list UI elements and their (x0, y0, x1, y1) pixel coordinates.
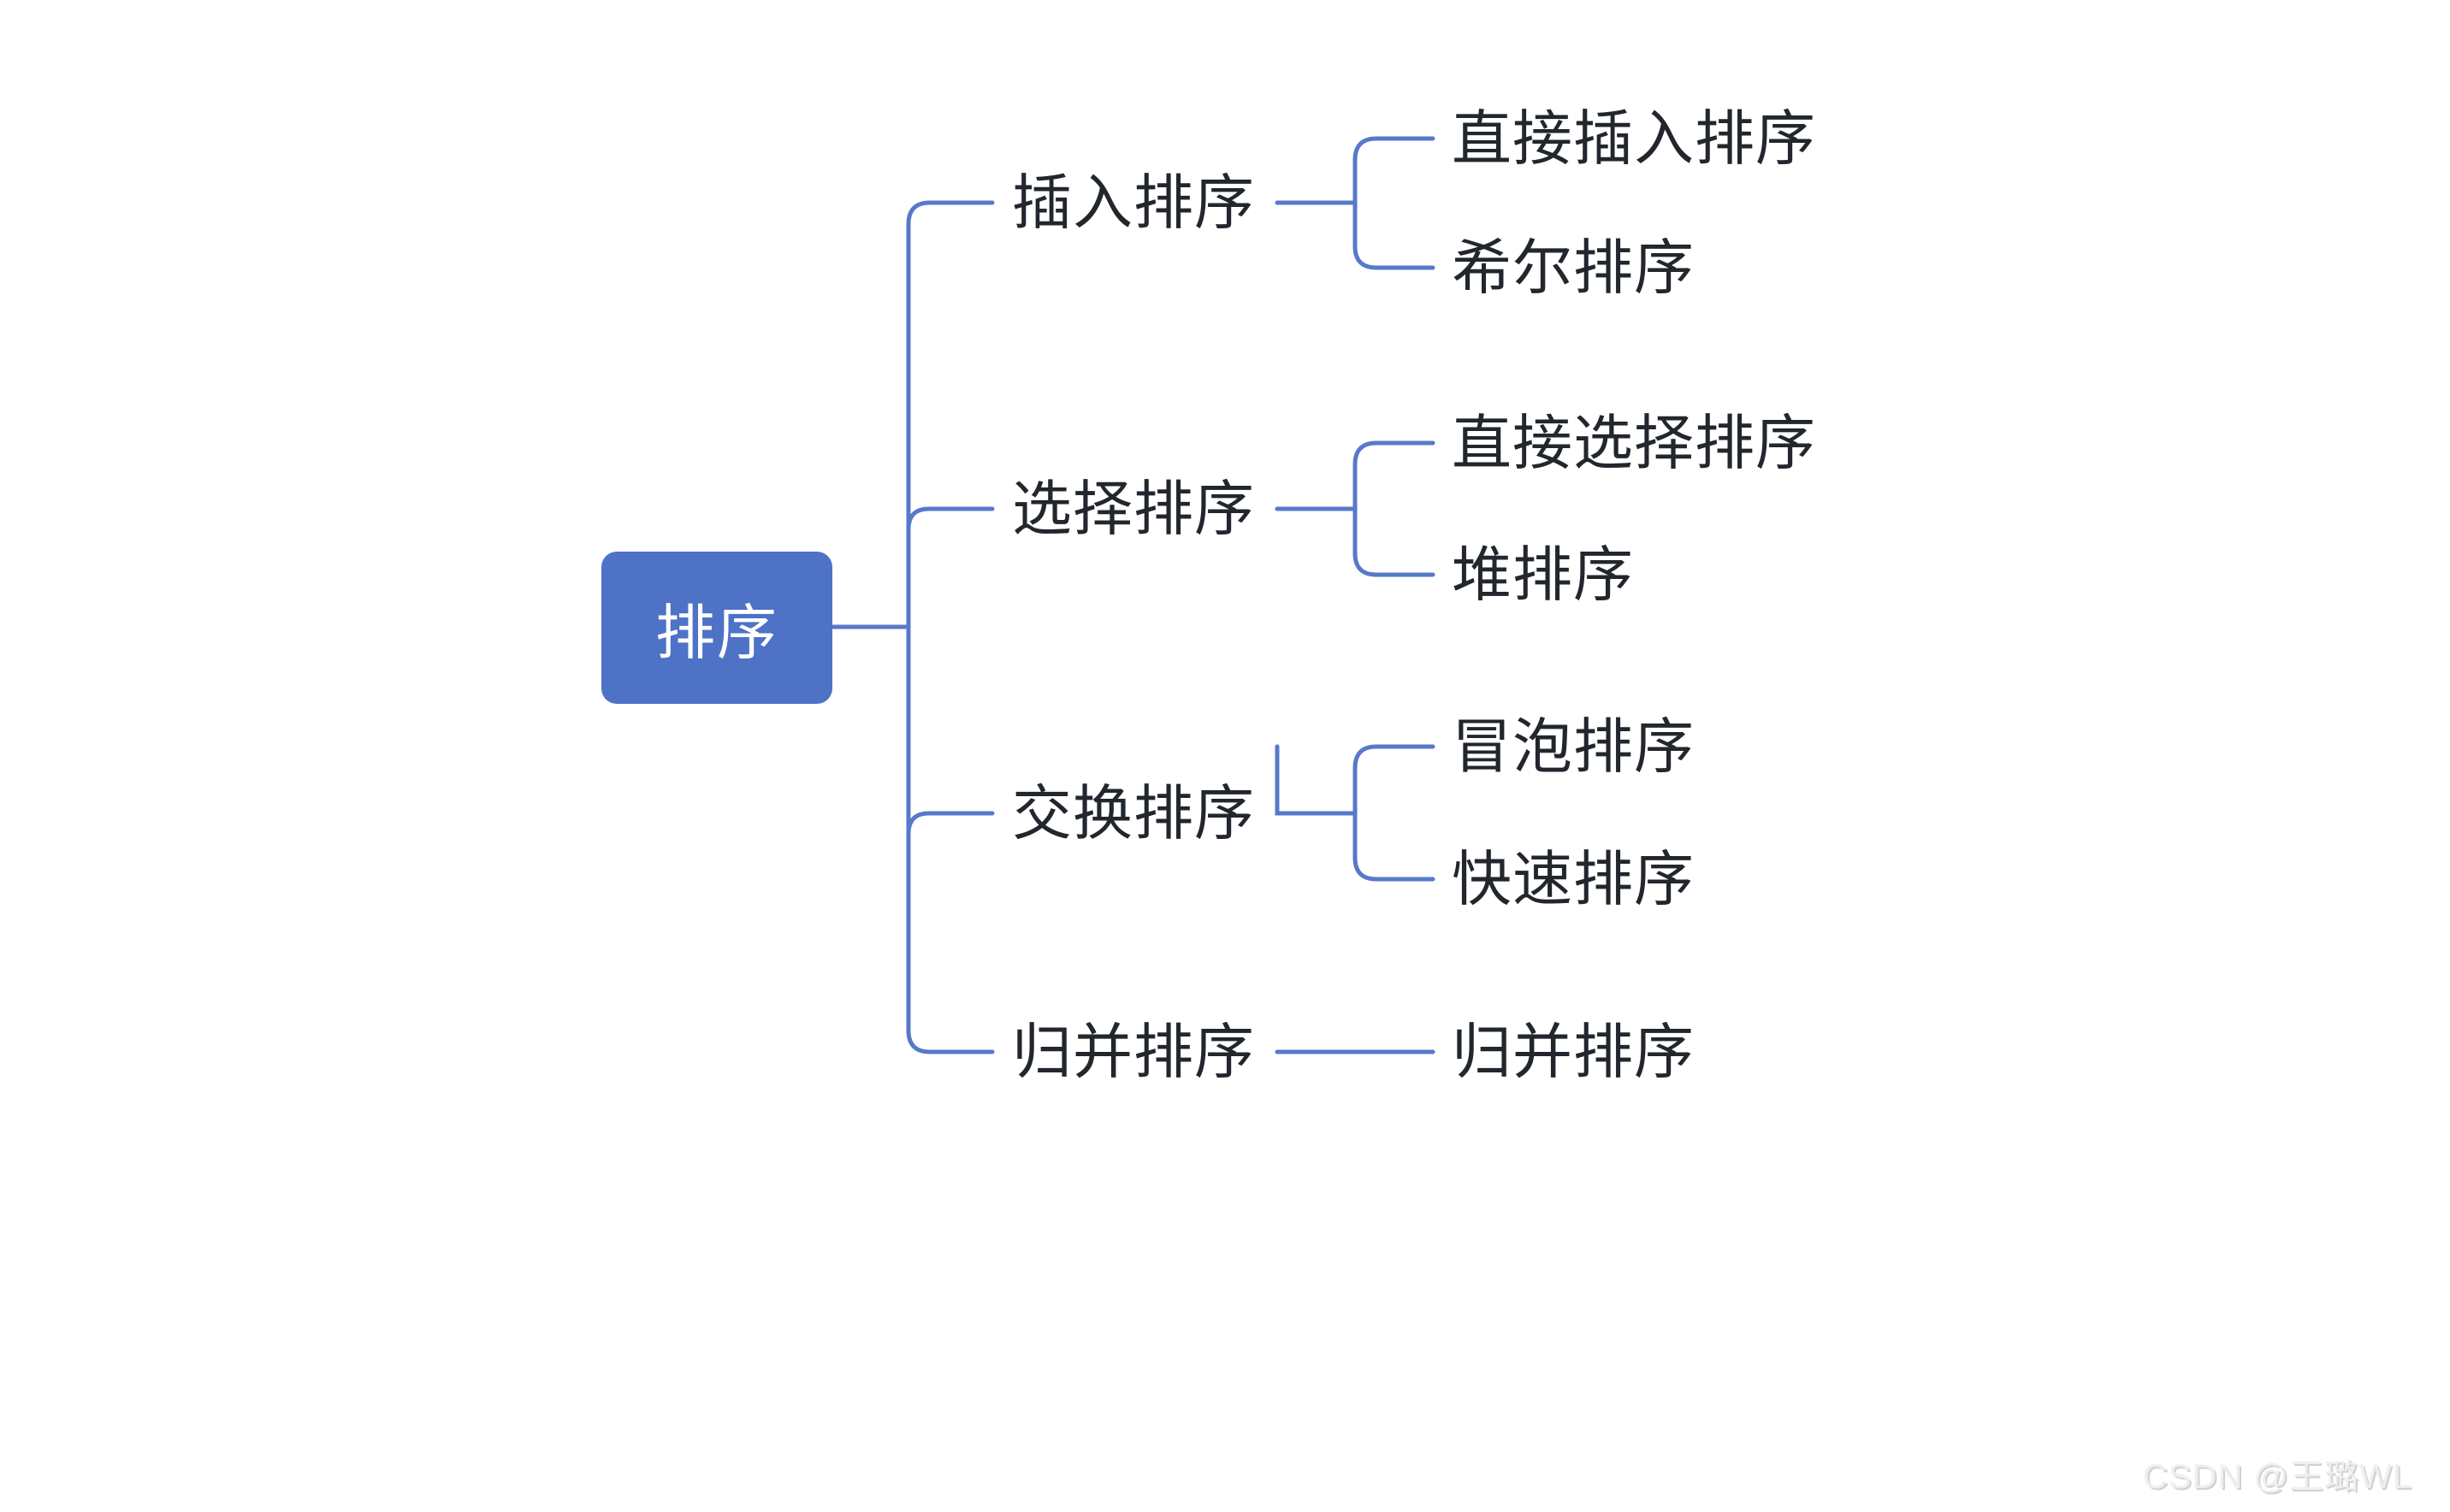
node-direct-selection-sort[interactable]: 直接选择排序 (1452, 410, 1816, 476)
node-quick-sort[interactable]: 快速排序 (1452, 846, 1695, 913)
node-shell-sort[interactable]: 希尔排序 (1452, 234, 1695, 301)
connector-exchange-to-bracket (1275, 744, 1358, 816)
node-merge-sort-leaf[interactable]: 归并排序 (1452, 1019, 1695, 1085)
node-merge-sort[interactable]: 归并排序 (1012, 1019, 1255, 1085)
node-insertion-sort[interactable]: 插入排序 (1012, 169, 1255, 236)
bracket-selection-children (1352, 440, 1435, 577)
node-direct-insertion-sort[interactable]: 直接插入排序 (1452, 105, 1816, 172)
node-bubble-sort[interactable]: 冒泡排序 (1452, 713, 1695, 780)
connector-joint-exchange-sort (906, 811, 995, 836)
node-root-sorting[interactable]: 排序 (601, 552, 832, 704)
bracket-exchange-children (1352, 744, 1435, 882)
connector-spine (906, 200, 995, 1054)
node-heap-sort[interactable]: 堆排序 (1452, 541, 1634, 608)
bracket-insertion-children (1352, 136, 1435, 270)
csdn-watermark: CSDN @王璐WL (2142, 1458, 2412, 1496)
node-selection-sort[interactable]: 选择排序 (1012, 475, 1255, 542)
connector-joint-selection-sort (906, 506, 995, 532)
node-exchange-sort[interactable]: 交换排序 (1012, 780, 1255, 847)
